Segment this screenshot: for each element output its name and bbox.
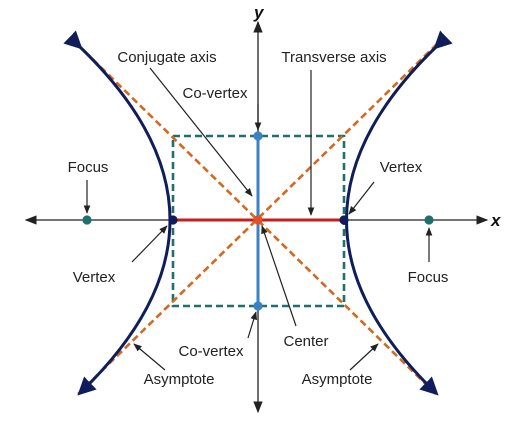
vertex-right-label: Vertex: [380, 159, 423, 176]
focus-right-point: [424, 215, 434, 225]
vertex-left-pointer: [131, 225, 168, 263]
focus-right-label: Focus: [408, 269, 449, 286]
center-point: [253, 215, 263, 225]
asymptote-line-2: [77, 43, 438, 395]
focus-left-label: Focus: [68, 159, 109, 176]
asymptote-line-1: [76, 43, 437, 395]
center-label: Center: [283, 333, 328, 350]
conjugate-axis-pointer: [149, 67, 253, 197]
asymptote-left-label: Asymptote: [144, 371, 215, 388]
x-axis-label: x: [490, 211, 502, 230]
covertex-top-label: Co-vertex: [182, 85, 248, 102]
conjugate-axis-label: Conjugate axis: [117, 49, 216, 66]
covertex-bottom-label: Co-vertex: [178, 343, 244, 360]
vertex-right-pointer: [348, 181, 375, 215]
center-pointer: [261, 225, 297, 327]
covertex-top-point: [253, 131, 263, 141]
transverse-axis-label: Transverse axis: [281, 49, 386, 66]
asymptote-right-label: Asymptote: [302, 371, 373, 388]
asymptote-left-pointer: [133, 343, 166, 371]
vertex-right-point: [339, 215, 349, 225]
covertex-bottom-point: [253, 301, 263, 311]
asymptote-right-pointer: [349, 343, 379, 371]
vertex-left-point: [168, 215, 178, 225]
vertex-left-label: Vertex: [73, 269, 116, 286]
focus-left-point: [82, 215, 92, 225]
y-axis-label: y: [253, 3, 265, 22]
covertex-bottom-pointer: [247, 311, 257, 339]
